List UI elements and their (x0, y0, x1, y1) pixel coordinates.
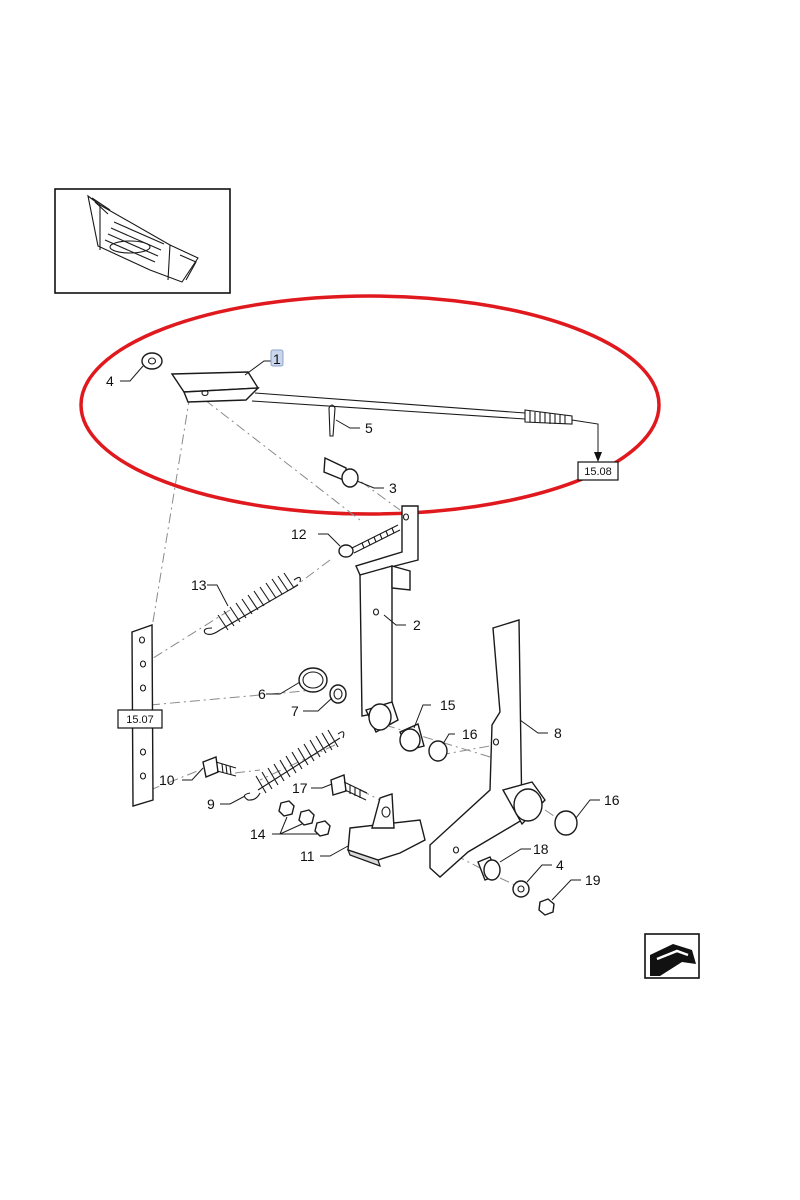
clevis-pin-part-3[interactable] (323, 456, 359, 488)
reference-box-15-07[interactable]: 15.07 (117, 709, 163, 729)
spring-part-9[interactable] (243, 729, 345, 801)
next-page-arrow-icon[interactable] (644, 933, 700, 979)
part-label-8[interactable]: 8 (554, 725, 562, 741)
part-label-15[interactable]: 15 (440, 697, 456, 713)
part-label-4[interactable]: 4 (556, 857, 564, 873)
bushing-part-15[interactable] (399, 723, 425, 752)
part-label-4[interactable]: 4 (106, 373, 114, 389)
nut-part-19[interactable] (538, 898, 555, 916)
part-label-6[interactable]: 6 (258, 686, 266, 702)
part-label-19[interactable]: 19 (585, 872, 601, 888)
nut-part-14[interactable] (278, 800, 331, 837)
bracket-part-8[interactable] (429, 619, 546, 878)
bushing-part-16[interactable] (428, 740, 578, 836)
part-label-7[interactable]: 7 (291, 703, 299, 719)
pedal-pad-part-11[interactable] (346, 793, 426, 867)
washer-part-7[interactable] (329, 684, 347, 704)
bolt-part-10[interactable] (202, 756, 237, 778)
bolt-part-17[interactable] (330, 774, 368, 801)
eye-bolt-part-12[interactable] (338, 524, 401, 558)
assembly-overview-icon[interactable] (54, 188, 231, 294)
control-rod-part-1[interactable] (170, 371, 602, 462)
spring-part-13[interactable] (203, 572, 301, 636)
part-label-16[interactable]: 16 (604, 792, 620, 808)
highlight-ellipse (79, 294, 661, 516)
part-label-1[interactable]: 1 (273, 351, 281, 367)
circlip-part-6[interactable] (298, 667, 328, 693)
part-label-12[interactable]: 12 (291, 526, 307, 542)
cotter-pin-part-5[interactable] (328, 404, 336, 437)
washer-part-4-lower[interactable] (512, 880, 530, 898)
part-label-2[interactable]: 2 (413, 617, 421, 633)
part-label-14[interactable]: 14 (250, 826, 266, 842)
reference-box-15-08[interactable]: 15.08 (577, 461, 619, 481)
svg-text:15.07: 15.07 (126, 714, 154, 726)
pedal-lever-part-2[interactable] (355, 505, 419, 733)
part-label-3[interactable]: 3 (389, 480, 397, 496)
part-label-11[interactable]: 11 (300, 848, 315, 864)
washer-part-4[interactable] (141, 352, 163, 370)
part-label-13[interactable]: 13 (191, 577, 207, 593)
part-label-5[interactable]: 5 (365, 420, 373, 436)
part-label-9[interactable]: 9 (207, 796, 215, 812)
part-label-16[interactable]: 16 (462, 726, 478, 742)
part-label-10[interactable]: 10 (159, 772, 175, 788)
selected-part-highlight (270, 349, 284, 367)
part-label-18[interactable]: 18 (533, 841, 549, 857)
part-label-17[interactable]: 17 (292, 780, 308, 796)
spacer-part-18[interactable] (477, 856, 501, 881)
leader-lines (120, 360, 600, 901)
svg-text:15.08: 15.08 (584, 466, 612, 478)
